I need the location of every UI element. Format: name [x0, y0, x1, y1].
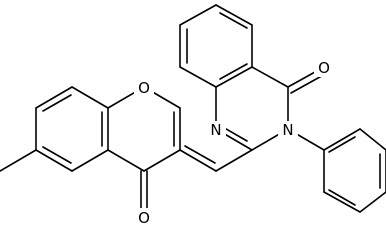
chromone-carbonyl-oxygen-label: O [138, 209, 150, 227]
atom-labels: O N N O O [134, 59, 334, 227]
bond [184, 145, 216, 164]
bond [215, 66, 253, 88]
bond [42, 94, 72, 112]
bond [323, 191, 361, 213]
bond [71, 149, 109, 172]
quinazolinone-n3-label: N [282, 121, 293, 139]
bond [359, 191, 386, 213]
bond [143, 149, 181, 172]
bond [179, 149, 217, 172]
bonds [0, 4, 386, 213]
bond [179, 4, 217, 26]
bond [71, 86, 109, 109]
bond [219, 12, 248, 29]
bond [215, 4, 253, 26]
bond [42, 146, 72, 164]
bond [35, 86, 73, 109]
chromone-ring-oxygen-label: O [138, 79, 150, 97]
bond [0, 149, 37, 172]
quinazolinone-carbonyl-oxygen-label: O [318, 59, 330, 77]
bond [35, 149, 73, 172]
quinazolinone-n1-label: N [210, 121, 221, 139]
bond [179, 66, 217, 88]
bond [359, 128, 386, 151]
bond [323, 128, 361, 151]
bond [219, 63, 248, 80]
bond [251, 66, 289, 88]
bond [215, 149, 253, 172]
bond [107, 149, 145, 172]
bond [328, 189, 356, 206]
bond [328, 136, 356, 153]
